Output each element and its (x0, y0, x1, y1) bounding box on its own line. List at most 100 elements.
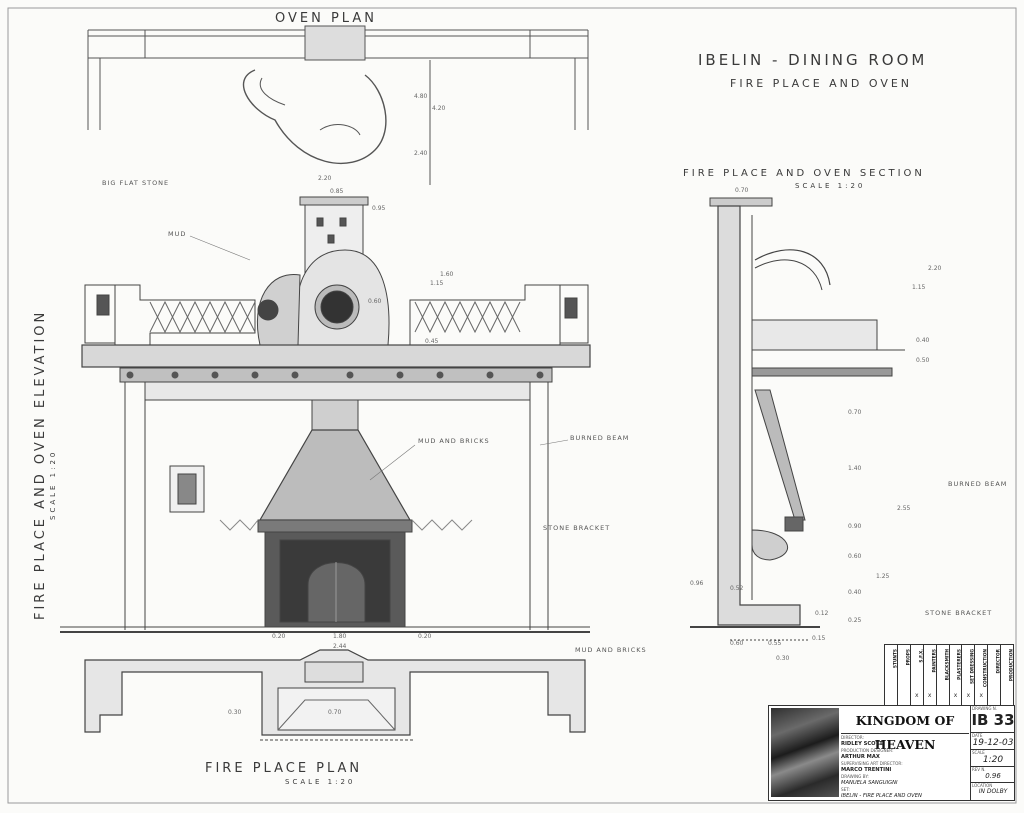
dim-045: 0.45 (425, 338, 439, 345)
approval-mark: x (914, 692, 919, 699)
date-label: DATE (972, 733, 983, 738)
director-label: DIRECTOR: (841, 735, 864, 740)
set-value: IBELIN - FIRE PLACE AND OVEN (841, 793, 922, 799)
dim-180: 1.80 (333, 633, 347, 640)
annotation-stone-bracket-section: STONE BRACKET (925, 609, 992, 617)
drawing-number-cell: DRAWING N. IB 33 (971, 706, 1015, 733)
dim-070s: 0.70 (848, 409, 862, 416)
oven-plan-title: OVEN PLAN (275, 11, 377, 26)
rev-value: 0.96 (985, 772, 1001, 780)
approval-mark: x (979, 692, 984, 699)
approval-col-sfx: S.F.X.x (911, 645, 924, 705)
drawing-number-label: DRAWING N. (972, 706, 997, 711)
sheet-subtitle: FIRE PLACE AND OVEN (730, 77, 912, 90)
dim-040s: 0.40 (848, 589, 862, 596)
dim-012: 0.12 (815, 610, 829, 617)
dim-220: 2.20 (318, 175, 332, 182)
plan-title: FIRE PLACE PLAN (205, 761, 362, 776)
dim-020: 0.20 (272, 633, 286, 640)
approval-mark: x (927, 692, 932, 699)
dim-160: 1.60 (440, 271, 454, 278)
dim-244: 2.44 (333, 643, 347, 650)
dim-060b: 0.60 (730, 640, 744, 647)
dim-090: 0.90 (848, 523, 862, 530)
dim-060: 0.60 (368, 298, 382, 305)
drawn-by-value: MANUELA SANGUIGNI (841, 780, 898, 786)
dimension-labels: 4.80 4.20 2.40 2.20 0.85 0.95 1.60 1.15 … (228, 93, 942, 716)
set-field: SET: IBELIN - FIRE PLACE AND OVEN (841, 787, 969, 799)
dim-052: 0.52 (730, 585, 744, 592)
designer-label: PRODUCTION DESIGNER: (841, 748, 894, 753)
dim-115s: 1.15 (912, 284, 926, 291)
art-director-label: SUPERVISING ART DIRECTOR: (841, 761, 903, 766)
approval-mark: x (953, 692, 958, 699)
location-cell: LOCATION IN DOLBY (971, 783, 1015, 800)
dim-480: 4.80 (414, 93, 428, 100)
annotation-mud-bricks: MUD AND BRICKS (418, 437, 490, 445)
drawing-number-value: IB 33 (971, 711, 1015, 729)
dim-096: 0.96 (690, 580, 704, 587)
approval-col-stunts: STUNTS (885, 645, 898, 705)
approval-col-director: DIRECTOR (988, 645, 1002, 705)
drawn-by-label: DRAWING BY: (841, 774, 869, 779)
dim-115: 1.15 (430, 280, 444, 287)
dim-025: 0.25 (848, 617, 862, 624)
film-still-image (771, 708, 839, 797)
annotation-flat-stone: BIG FLAT STONE (102, 179, 169, 187)
plan-scale: SCALE 1:20 (285, 778, 355, 786)
approval-col-production: PRODUCTION (1001, 645, 1015, 705)
film-title-logo: KINGDOM OF HEAVEN (841, 709, 969, 752)
dim-220s: 2.20 (928, 265, 942, 272)
approval-col-blacksmith: BLACKSMITH (937, 645, 950, 705)
annotation-mud-bricks-plan: MUD AND BRICKS (575, 646, 647, 654)
dim-125: 1.25 (876, 573, 890, 580)
drawn-by-field: DRAWING BY: MANUELA SANGUIGNI (841, 774, 969, 786)
dim-085: 0.85 (330, 188, 344, 195)
rev-cell: REV N. 0.96 (971, 767, 1015, 783)
location-value: IN DOLBY (978, 788, 1008, 795)
dim-070: 0.70 (735, 187, 749, 194)
title-block: KINGDOM OF HEAVEN DIRECTOR: RIDLEY SCOTT… (768, 705, 1015, 801)
elevation-scale: SCALE 1:20 (49, 450, 57, 520)
section-scale: SCALE 1:20 (795, 182, 865, 190)
dim-070p: 0.70 (328, 709, 342, 716)
dim-040: 0.40 (916, 337, 930, 344)
annotation-stone-bracket: STONE BRACKET (543, 524, 610, 532)
dim-095: 0.95 (372, 205, 386, 212)
dim-255: 2.55 (897, 505, 911, 512)
dim-240: 2.40 (414, 150, 428, 157)
art-director-field: SUPERVISING ART DIRECTOR: MARCO TRENTINI (841, 761, 969, 773)
approval-label: PRODUCTION (1009, 649, 1015, 682)
section-title: FIRE PLACE AND OVEN SECTION (683, 168, 925, 179)
designer-value: ARTHUR MAX (841, 754, 880, 760)
annotation-burned-beam: BURNED BEAM (570, 434, 629, 442)
fireplace-plan (84, 649, 586, 741)
rev-label: REV N. (972, 767, 986, 772)
date-value: 19-12-03 (972, 738, 1014, 748)
dim-030: 0.30 (776, 655, 790, 662)
approval-mark: x (966, 692, 971, 699)
approval-col-props: PROPS (898, 645, 911, 705)
elevation-title: FIRE PLACE AND OVEN ELEVATION (33, 310, 48, 620)
oven-plan (87, 25, 589, 185)
dim-030p: 0.30 (228, 709, 242, 716)
director-field: DIRECTOR: RIDLEY SCOTT (841, 735, 969, 747)
dim-020b: 0.20 (418, 633, 432, 640)
date-cell: DATE 19-12-03 (971, 733, 1015, 750)
section-drawing (690, 197, 905, 641)
scale-value: 1:20 (982, 755, 1004, 765)
dim-015: 0.15 (812, 635, 826, 642)
set-label: SET: (841, 787, 850, 792)
art-director-value: MARCO TRENTINI (841, 767, 892, 773)
dim-140: 1.40 (848, 465, 862, 472)
annotation-burned-beam-section: BURNED BEAM (948, 480, 1007, 488)
scale-label: SCALE (972, 750, 985, 755)
elevation (60, 196, 591, 633)
sheet-border (7, 7, 1017, 804)
dim-060s: 0.60 (848, 553, 862, 560)
